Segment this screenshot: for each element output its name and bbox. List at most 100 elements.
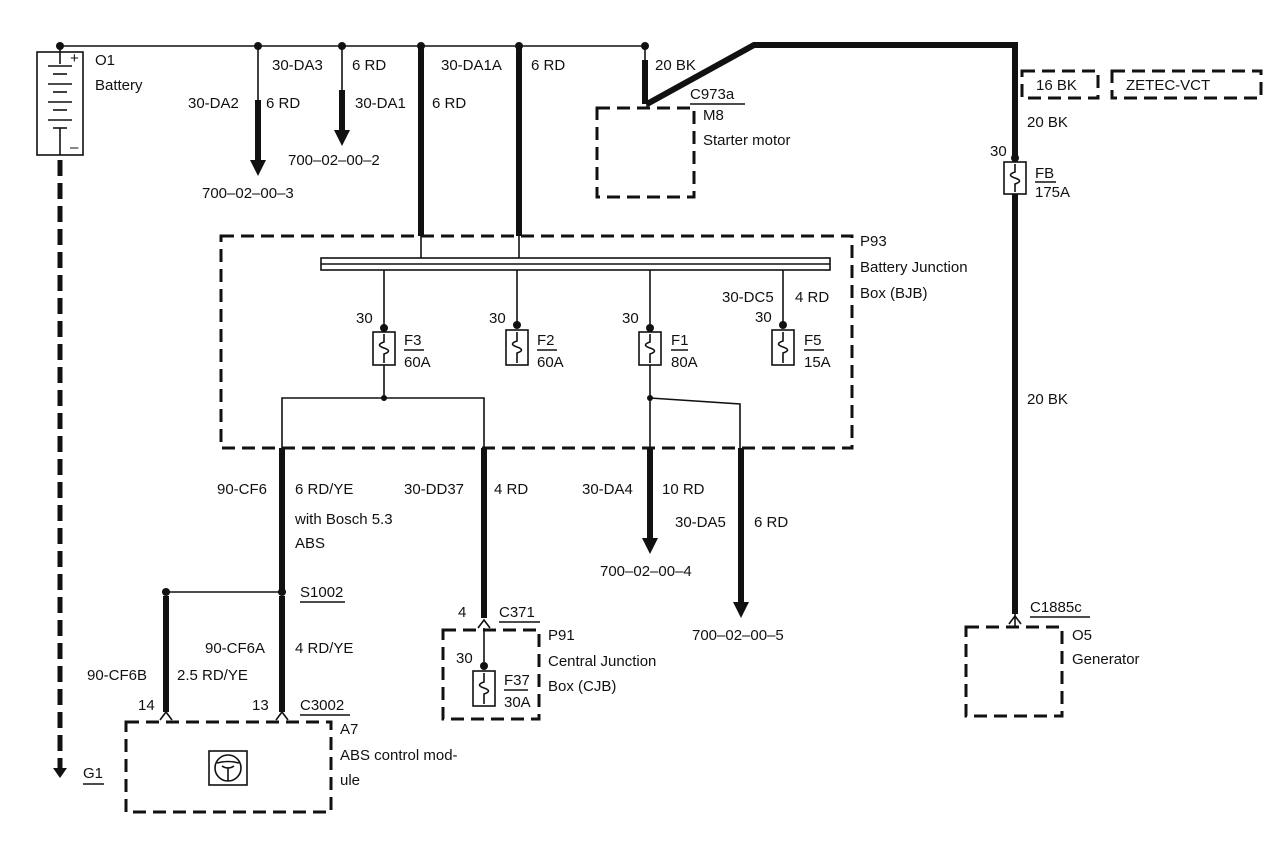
cjb-name-line2: Box (CJB) [548, 678, 616, 695]
f1-pin-dot [646, 324, 654, 332]
cjb-box [441, 628, 541, 721]
bjb-box [219, 234, 854, 450]
cjb-id: P91 [548, 627, 575, 644]
f3-id: F3 [404, 332, 422, 349]
cf6b-label: 90-CF6B [87, 667, 147, 684]
ref-700-02-00-2: 700–02–00–2 [288, 152, 380, 169]
cf6-size: 6 RD/YE [295, 481, 353, 498]
f3-rating: 60A [404, 354, 431, 371]
f1-pin: 30 [622, 310, 639, 327]
abs-pin-b: 13 [252, 697, 269, 714]
starter-id: M8 [703, 107, 724, 124]
da3-size: 6 RD [352, 57, 386, 74]
f1-id: F1 [671, 332, 689, 349]
da5-size: 6 RD [754, 514, 788, 531]
engine-variant-label: ZETEC-VCT [1126, 77, 1210, 94]
generator-id: O5 [1072, 627, 1092, 644]
battery-terminal-dot [56, 42, 64, 50]
f5-pin: 30 [755, 309, 772, 326]
cf6b-size: 2.5 RD/YE [177, 667, 248, 684]
f3-pin: 30 [356, 310, 373, 327]
da3-label: 30-DA3 [272, 57, 323, 74]
cf6-label: 90-CF6 [217, 481, 267, 498]
engine-variant-box [1110, 69, 1263, 100]
da1a-size: 6 RD [531, 57, 565, 74]
da1-size: 6 RD [432, 95, 466, 112]
abs-module-box [124, 720, 333, 814]
dc5-label: 30-DC5 [722, 289, 774, 306]
starter-connector: C973a [690, 86, 735, 103]
da4-size: 10 RD [662, 481, 705, 498]
f2-rating: 60A [537, 354, 564, 371]
gen-20bk-mid: 20 BK [1027, 391, 1068, 408]
abs-name-line1: ABS control mod- [340, 747, 458, 764]
f3-pin-dot [380, 324, 388, 332]
bjb-name-line1: Battery Junction [860, 259, 968, 276]
abs-name-line2: ule [340, 772, 360, 789]
cjb-pin: 4 [458, 604, 466, 621]
da2-arrow-icon [250, 160, 266, 176]
gauge-16bk-box [1020, 69, 1100, 100]
da2-label: 30-DA2 [188, 95, 239, 112]
dc5-size: 4 RD [795, 289, 829, 306]
battery-id: O1 [95, 52, 115, 69]
f1-rating: 80A [671, 354, 698, 371]
f3-branch [281, 397, 485, 448]
ref-700-02-00-5: 700–02–00–5 [692, 627, 784, 644]
f1-branch [649, 397, 741, 448]
fb-rating: 175A [1035, 184, 1070, 201]
da4-label: 30-DA4 [582, 481, 633, 498]
f5-pin-dot [779, 321, 787, 329]
fb-pin: 30 [990, 143, 1007, 160]
f37-pin-dot [480, 662, 488, 670]
fuse-f37-symbol [472, 670, 496, 707]
cjb-connector: C371 [499, 604, 535, 621]
f37-rating: 30A [504, 694, 531, 711]
f2-id: F2 [537, 332, 555, 349]
cjb-pin-arrow-icon [477, 618, 491, 629]
battery-minus-sign: – [70, 139, 79, 156]
dd37-size: 4 RD [494, 481, 528, 498]
da5-label: 30-DA5 [675, 514, 726, 531]
abs-pin-a: 14 [138, 697, 155, 714]
starter-motor-box [595, 106, 696, 199]
fuse-fb-symbol [1003, 161, 1027, 195]
gen-20bk-top: 20 BK [1027, 114, 1068, 131]
f37-pin: 30 [456, 650, 473, 667]
starter-feed-size: 20 BK [655, 57, 696, 74]
da5-arrow-icon [733, 602, 749, 618]
abs-note-line1: with Bosch 5.3 [294, 511, 393, 528]
generator-box [964, 625, 1064, 718]
cjb-name-line1: Central Junction [548, 653, 656, 670]
battery-plus-sign: + [70, 50, 79, 67]
abs-module-icon [208, 750, 248, 786]
da4-arrow-icon [642, 538, 658, 554]
abs-connector: C3002 [300, 697, 344, 714]
generator-feed-cable [645, 42, 1018, 158]
fuse-f1-symbol [638, 331, 662, 366]
generator-connector: C1885c [1030, 599, 1082, 616]
ground-arrow-icon [53, 768, 67, 778]
dd37-label: 30-DD37 [404, 481, 464, 498]
ground-id: G1 [83, 765, 103, 782]
f5-id: F5 [804, 332, 822, 349]
abs-pin13-arrow-icon [275, 710, 289, 721]
ref-700-02-00-3: 700–02–00–3 [202, 185, 294, 202]
splice-id: S1002 [300, 584, 343, 601]
fuse-f3-symbol [372, 331, 396, 366]
f37-id: F37 [504, 672, 530, 689]
f2-pin: 30 [489, 310, 506, 327]
da1a-label: 30-DA1A [441, 57, 502, 74]
ref-700-02-00-4: 700–02–00–4 [600, 563, 692, 580]
generator-name: Generator [1072, 651, 1140, 668]
battery-symbol [36, 46, 84, 156]
bjb-id: P93 [860, 233, 887, 250]
cf6a-label: 90-CF6A [205, 640, 265, 657]
abs-note-line2: ABS [295, 535, 325, 552]
starter-name: Starter motor [703, 132, 791, 149]
bjb-name-line2: Box (BJB) [860, 285, 928, 302]
fuse-f2-symbol [505, 329, 529, 366]
fb-id: FB [1035, 165, 1054, 182]
da2-size: 6 RD [266, 95, 300, 112]
